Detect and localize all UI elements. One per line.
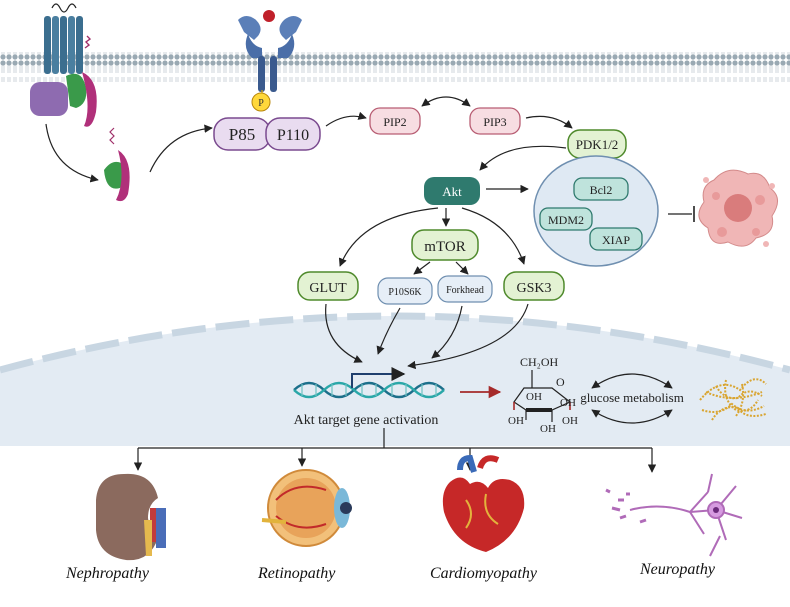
akt-label: Akt xyxy=(442,184,462,199)
g-protein-icon xyxy=(30,72,97,127)
glucose-metabolism-label: glucose metabolism xyxy=(580,390,684,405)
arrow-p70s6k-gene xyxy=(376,307,401,355)
metabolism-arrow-bottom xyxy=(591,409,673,424)
gsk3-label: GSK3 xyxy=(516,281,551,296)
arrow-mtor-forkhead xyxy=(455,261,469,275)
arrow-forkhead-gene xyxy=(431,305,463,359)
arrow-pip2-pip3 xyxy=(421,96,471,107)
transcription-arrow xyxy=(351,367,406,388)
mdm2-label: MDM2 xyxy=(548,213,584,227)
arrow-gsk3-gene xyxy=(407,303,529,370)
glucose-oh-lower-mid: OH xyxy=(540,423,556,435)
akt-node xyxy=(424,177,480,205)
bcl2-label: Bcl2 xyxy=(590,183,613,197)
phosphate-label: P xyxy=(258,98,264,109)
apoptotic-cell-icon xyxy=(698,169,778,247)
gpcr-receptor-icon xyxy=(44,3,92,74)
p110-label: P110 xyxy=(277,127,309,144)
neuropathy-label: Neuropathy xyxy=(640,561,715,578)
p110-node xyxy=(265,117,321,151)
p85-label: P85 xyxy=(229,125,255,144)
pdk-label: PDK1/2 xyxy=(576,137,619,152)
xiap-label: XIAP xyxy=(602,233,630,247)
arrow-pi3k-pip2 xyxy=(325,111,367,127)
glucose-ch2oh: CH₂OH xyxy=(520,355,559,369)
glucose-o: O xyxy=(556,375,565,389)
kidney-icon xyxy=(96,473,166,561)
forkhead-node xyxy=(437,275,493,303)
metabolism-arrow-top xyxy=(591,373,673,389)
cell-membrane xyxy=(0,52,790,82)
dna-icon xyxy=(293,381,445,399)
mtor-node xyxy=(411,229,479,261)
arrow-glut-gene xyxy=(325,303,363,363)
cardiomyopathy-label: Cardiomyopathy xyxy=(430,565,537,582)
gene-activation-label: Akt target gene activation xyxy=(294,413,439,428)
heart-icon xyxy=(442,454,525,552)
retinopathy-label: Retinopathy xyxy=(258,565,336,582)
arrow-pdk-akt xyxy=(479,145,567,171)
p70s6k-node xyxy=(377,277,433,305)
pip2-node xyxy=(369,107,421,135)
nephropathy-label: Nephropathy xyxy=(66,565,149,582)
neuron-icon xyxy=(605,473,743,557)
pip2-label: PIP2 xyxy=(383,115,406,129)
arrow-to-pi3k xyxy=(149,124,213,173)
glucose-molecule-icon xyxy=(513,370,572,422)
eye-icon xyxy=(261,469,352,547)
glycogen-icon xyxy=(699,378,767,421)
released-g-protein-icon xyxy=(104,127,130,202)
mtor-label: mTOR xyxy=(424,239,465,255)
xiap-node xyxy=(589,227,643,251)
gsk3-node xyxy=(503,271,565,301)
arrow-akt-gsk3 xyxy=(461,207,526,265)
bcl2-node xyxy=(573,177,629,201)
arrow-pip3-pdk xyxy=(525,115,573,129)
p70s6k-label: P10S6K xyxy=(388,287,422,298)
glut-node xyxy=(297,271,359,301)
insulin-receptor-icon xyxy=(238,10,302,92)
arrow-mtor-p70s6k xyxy=(413,261,431,275)
glucose-oh-right: OH xyxy=(562,415,578,427)
pip3-node xyxy=(469,107,521,135)
phosphate-badge xyxy=(251,92,271,112)
glucose-oh-lower-left: OH xyxy=(508,415,524,427)
glut-label: GLUT xyxy=(309,281,347,296)
arrow-gpcr-release xyxy=(45,123,99,183)
glucose-oh-upper-right: OH xyxy=(560,397,576,409)
glucose-oh-upper-left: OH xyxy=(526,391,542,403)
arrow-akt-glut xyxy=(338,207,439,267)
pip3-label: PIP3 xyxy=(483,115,506,129)
forkhead-label: Forkhead xyxy=(446,285,484,296)
mdm2-node xyxy=(539,207,593,231)
